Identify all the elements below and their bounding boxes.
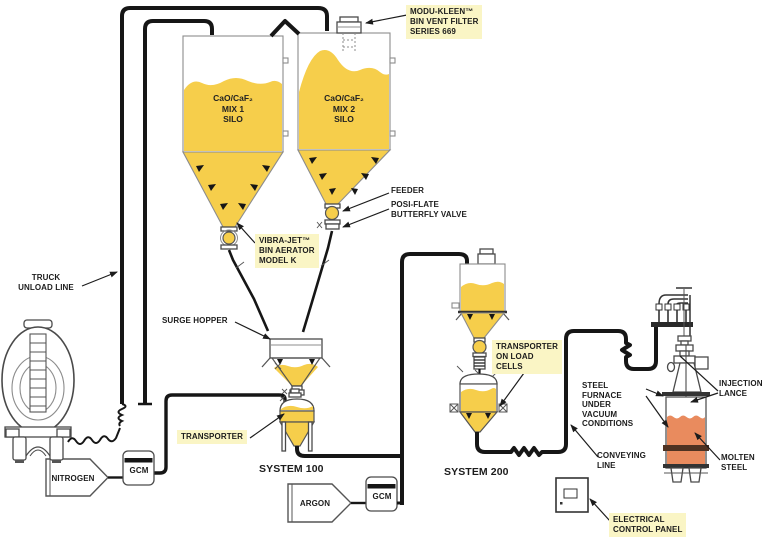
load-cell-transporter-vessel — [449, 365, 508, 433]
label-feeder: FEEDER — [391, 186, 425, 195]
weigh-hopper-vessel — [451, 248, 510, 377]
label-pointers — [81, 14, 721, 522]
label-transporter: TRANSPORTER — [177, 430, 247, 444]
nitrogen-gas-line — [154, 393, 287, 475]
transporter-vessel — [278, 388, 316, 452]
truck-hose — [67, 427, 121, 445]
silo1-aerator-nozzles — [196, 165, 270, 210]
surge-hopper-vessel — [261, 338, 331, 396]
unload-line-coil — [117, 403, 127, 427]
label-system-200: SYSTEM 200 — [444, 466, 509, 478]
conveying-line-system100 — [295, 446, 402, 458]
truck-unload-line-inner — [143, 19, 214, 404]
silo-gable-peak — [269, 19, 301, 38]
silo2-feeder-valve — [316, 203, 341, 230]
label-nitrogen: NITROGEN — [51, 474, 95, 483]
injection-manifold — [651, 287, 693, 336]
truck-unload-line-outer — [120, 6, 329, 404]
truck-illustration — [1, 319, 75, 463]
gcm-controller-2 — [365, 476, 402, 512]
label-argon: ARGON — [299, 499, 331, 508]
conveying-riser-system200 — [400, 252, 469, 505]
silo-1 — [182, 35, 289, 228]
nitrogen-supply-shape — [45, 458, 123, 497]
silo-2 — [297, 32, 396, 205]
electrical-control-panel-box — [555, 477, 589, 513]
bin-vent-filter — [336, 16, 362, 52]
label-gcm-1: GCM — [129, 466, 149, 475]
label-surge-hopper: SURGE HOPPER — [162, 316, 228, 325]
silo2-aerator-nozzles — [309, 157, 379, 195]
molten-steel-fill — [667, 415, 705, 467]
conveying-line-system200 — [475, 326, 658, 457]
gcm-controller-1 — [122, 450, 155, 486]
silo1-discharge-line — [227, 249, 270, 332]
silo2-discharge-line — [301, 230, 334, 333]
label-gcm-2: GCM — [372, 492, 392, 501]
steel-furnace-vessel — [662, 392, 710, 483]
silo1-feeder-valve — [220, 226, 238, 250]
argon-supply-shape — [287, 483, 366, 523]
label-system-100: SYSTEM 100 — [259, 463, 324, 475]
